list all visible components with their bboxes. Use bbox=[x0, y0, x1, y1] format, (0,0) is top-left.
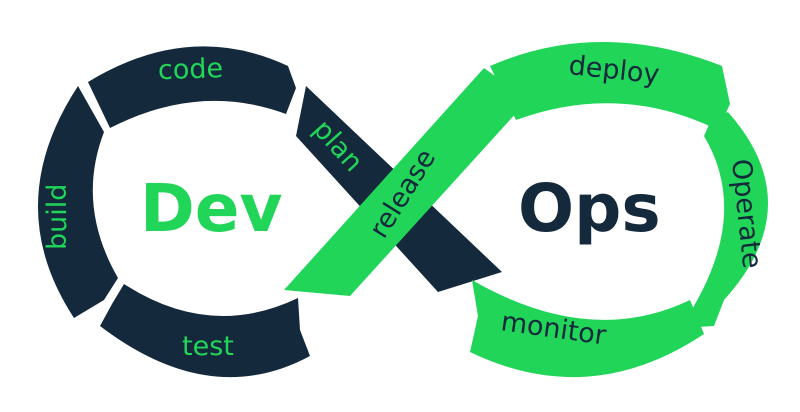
dev-title: Dev bbox=[140, 170, 283, 247]
segment-release bbox=[284, 68, 528, 296]
segment-monitor bbox=[470, 280, 704, 378]
segment-test bbox=[100, 284, 310, 378]
segment-build bbox=[37, 86, 118, 318]
label-test: test bbox=[182, 331, 234, 362]
segment-deploy bbox=[490, 42, 730, 130]
segment-code bbox=[88, 46, 296, 128]
label-code: code bbox=[157, 53, 223, 86]
label-build: build bbox=[42, 184, 73, 250]
ops-loop bbox=[284, 42, 769, 378]
ops-title: Ops bbox=[518, 170, 661, 247]
segment-operate bbox=[680, 112, 769, 328]
